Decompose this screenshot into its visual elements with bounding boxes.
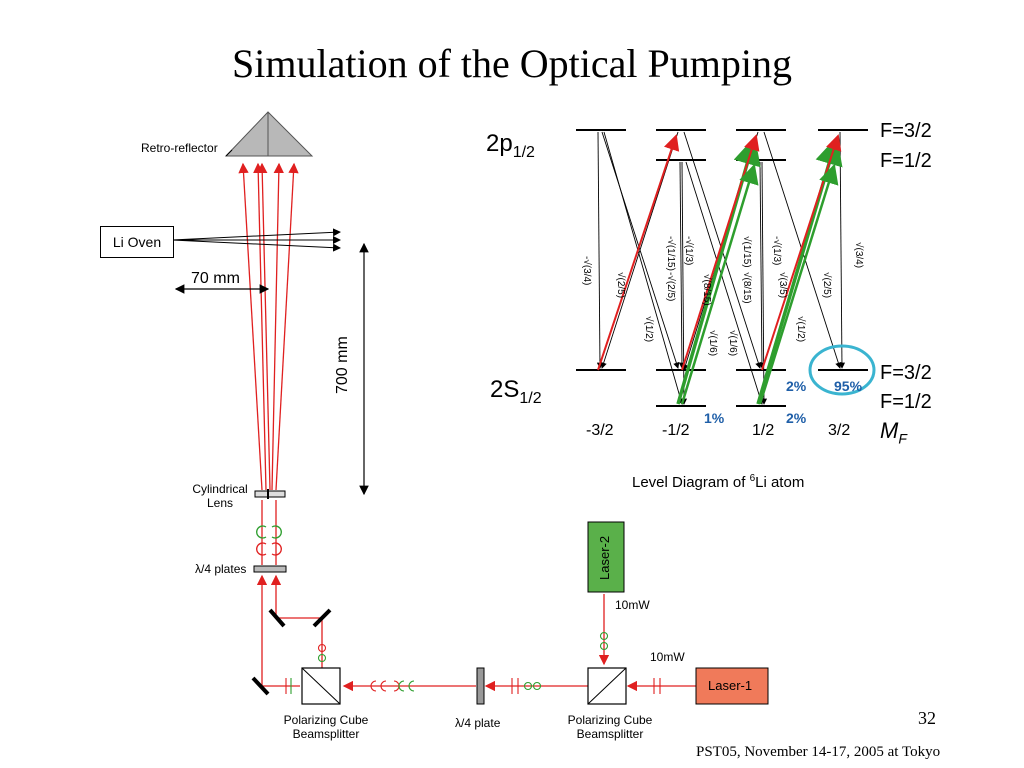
mf-value-p12: 1/2 bbox=[752, 422, 775, 439]
cylindrical-lens-label: Cylindrical Lens bbox=[176, 482, 264, 510]
mf-value-m12: -1/2 bbox=[662, 422, 690, 439]
pbs-right-line1: Polarizing Cube bbox=[567, 713, 653, 727]
coef-9: -√(1/3) bbox=[771, 236, 782, 266]
qwp-plates bbox=[253, 565, 287, 573]
coef-2: √(1/2) bbox=[643, 316, 654, 343]
polarization-circles bbox=[256, 525, 282, 556]
pbs-left-label: Polarizing Cube Beamsplitter bbox=[266, 713, 386, 741]
mf-value-p32: 3/2 bbox=[828, 422, 851, 439]
f12-lower-label: F=1/2 bbox=[880, 391, 932, 413]
level-diagram-caption: Level Diagram of 6Li atom bbox=[632, 473, 805, 491]
pct-label-2a: 2% bbox=[786, 378, 807, 394]
beam-path-lower bbox=[256, 574, 696, 692]
coef-11: √(1/6) bbox=[727, 330, 738, 357]
pct-label-95: 95% bbox=[834, 378, 863, 394]
li-oven-label: Li Oven bbox=[112, 234, 162, 250]
page-title: Simulation of the Optical Pumping bbox=[232, 41, 792, 86]
pct-label-2b: 2% bbox=[786, 410, 807, 426]
upper-levels bbox=[576, 129, 868, 161]
coef-8: √(1/15) bbox=[741, 236, 752, 268]
f32-lower-label: F=3/2 bbox=[880, 362, 932, 384]
laser-1-power: 10mW bbox=[650, 650, 685, 664]
coef-6: √(8/15) bbox=[701, 274, 712, 306]
coef-12: √(3/5) bbox=[777, 272, 788, 299]
pbs-left-line1: Polarizing Cube bbox=[283, 713, 369, 727]
pbs-left bbox=[301, 667, 341, 705]
coef-10: √(8/15) bbox=[741, 272, 752, 304]
footer-text: PST05, November 14-17, 2005 at Tokyo bbox=[696, 744, 941, 760]
coef-5: -√(2/5) bbox=[665, 272, 676, 302]
coef-3: -√(1/15) bbox=[665, 236, 676, 271]
qwp-plate bbox=[476, 667, 485, 705]
pump-transitions bbox=[597, 134, 843, 405]
coef-7: √(1/6) bbox=[707, 330, 718, 357]
polarization-marks bbox=[285, 631, 661, 694]
pbs-right-line2: Beamsplitter bbox=[576, 727, 644, 741]
f32-upper-label: F=3/2 bbox=[880, 120, 932, 142]
population-circle bbox=[808, 344, 876, 396]
laser-2-power: 10mW bbox=[615, 598, 650, 612]
coef-4: -√(1/3) bbox=[683, 236, 694, 266]
dimension-70mm-label: 70 mm bbox=[191, 270, 240, 287]
coef-14: √(2/5) bbox=[821, 272, 832, 299]
laser-1-label: Laser-1 bbox=[708, 678, 753, 693]
mirror-upper-left bbox=[268, 608, 286, 628]
retro-reflector bbox=[224, 111, 314, 157]
pbs-left-line2: Beamsplitter bbox=[292, 727, 360, 741]
li-oven-box: Li Oven bbox=[100, 226, 174, 258]
lower-state-label: 2S1/2 bbox=[490, 376, 542, 407]
mf-value-m32: -3/2 bbox=[586, 422, 614, 439]
mf-label: MF bbox=[880, 418, 907, 447]
retro-reflector-label: Retro-reflector bbox=[141, 141, 218, 155]
qwp-plate-label: λ/4 plate bbox=[455, 716, 501, 730]
laser-1-box bbox=[695, 667, 769, 705]
qwp-plates-label: λ/4 plates bbox=[195, 562, 247, 576]
cylindrical-lens-line1: Cylindrical bbox=[192, 482, 248, 496]
upper-state-label: 2p1/2 bbox=[486, 130, 535, 161]
page-number: 32 bbox=[918, 708, 936, 728]
decay-transitions bbox=[596, 131, 846, 405]
coef-1: √(2/5) bbox=[615, 272, 626, 299]
lower-levels bbox=[576, 369, 868, 407]
coef-15: √(3/4) bbox=[853, 242, 864, 269]
pbs-right bbox=[587, 667, 627, 705]
li-oven-beams bbox=[171, 228, 341, 252]
cylindrical-lens-line2: Lens bbox=[206, 496, 234, 510]
cylindrical-lens bbox=[254, 489, 286, 499]
f12-upper-label: F=1/2 bbox=[880, 150, 932, 172]
pbs-right-label: Polarizing Cube Beamsplitter bbox=[550, 713, 670, 741]
mirror-left bbox=[251, 676, 270, 696]
laser-beams-vertical bbox=[238, 162, 299, 565]
laser-2-box bbox=[587, 521, 625, 593]
coef-0: -√(3/4) bbox=[581, 256, 592, 286]
coef-13: √(1/2) bbox=[795, 316, 806, 343]
pct-label-1: 1% bbox=[704, 410, 725, 426]
mirror-upper-right bbox=[312, 608, 332, 628]
